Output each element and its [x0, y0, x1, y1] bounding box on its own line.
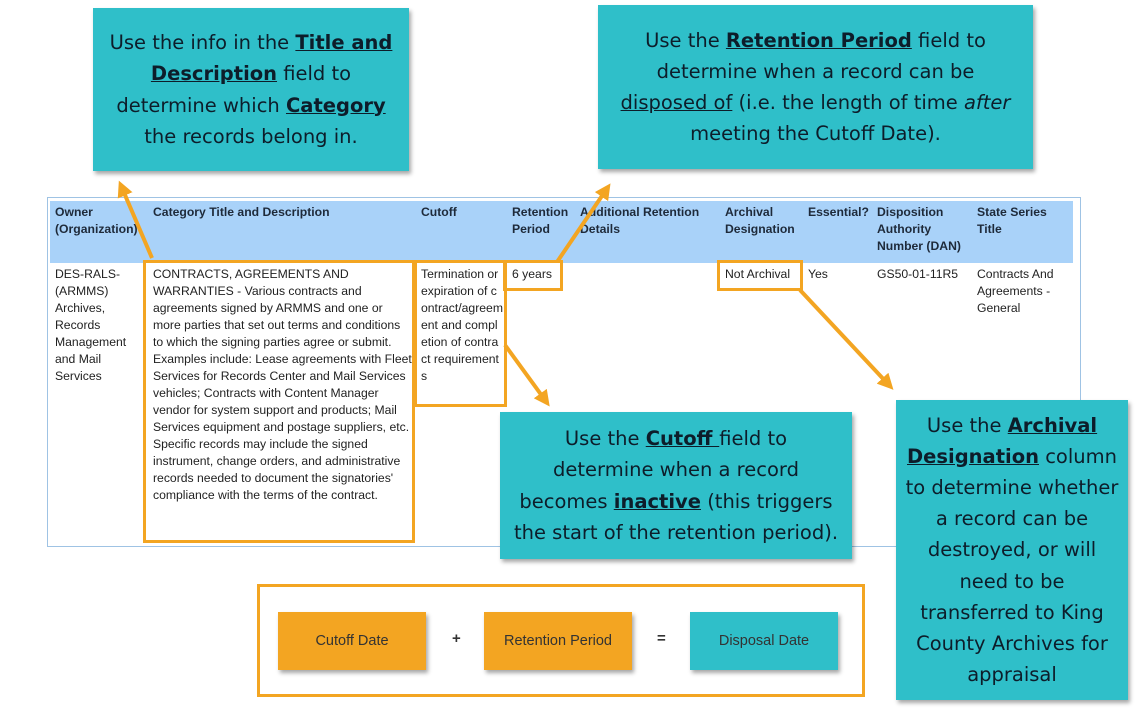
header-category: Category Title and Description: [153, 205, 330, 219]
callout-text: field to determine when a record becomes: [519, 427, 799, 513]
equation-equals: =: [657, 630, 666, 647]
arrow-to-archival-callout: [798, 288, 894, 390]
header-additional: Additional Retention Details: [580, 205, 700, 236]
callout-text: Use the info in the: [109, 31, 296, 55]
cutoff-callout: Use the Cutoff field to determine when a…: [500, 412, 852, 559]
archival-designation-callout: Use the Archival Designation column to d…: [896, 400, 1128, 700]
callout-emphasis: Title and Description: [150, 31, 393, 86]
header-retention: Retention Period: [512, 205, 569, 236]
highlight-archival: [717, 260, 803, 291]
cell-archival: Not Archival: [725, 267, 791, 281]
header-archival: Archival Designation: [725, 205, 795, 236]
cell-dan: GS50-01-11R5: [877, 267, 959, 281]
retention-period-callout: Use the Retention Period field to determ…: [598, 5, 1033, 169]
cell-series: Contracts And Agreements - General: [977, 267, 1054, 315]
highlight-retention: [503, 260, 563, 291]
callout-italic: after: [963, 91, 1011, 114]
header-cutoff: Cutoff: [421, 205, 457, 219]
callout-text: column to determine whether a record can…: [905, 444, 1119, 687]
equation-retention-period: Retention Period: [484, 612, 632, 670]
callout-emphasis: Category: [285, 93, 386, 117]
arrow-to-cutoff-callout: [503, 343, 550, 407]
cell-category: CONTRACTS, AGREEMENTS AND WARRANTIES - V…: [153, 267, 412, 502]
callout-text: Use the: [564, 427, 646, 451]
header-essential: Essential?: [808, 205, 869, 219]
disposal-equation-frame: [257, 584, 865, 697]
cell-essential: Yes: [808, 267, 828, 281]
callout-text: field to determine when a record can be: [656, 28, 986, 83]
callout-text: Use the: [926, 413, 1008, 437]
cell-cutoff: Termination or expiration of contract/ag…: [421, 267, 503, 383]
callout-emphasis: Cutoff: [645, 427, 720, 451]
header-dan: Disposition Authority Number (DAN): [877, 205, 961, 253]
callout-text: (i.e. the length of time: [732, 91, 964, 114]
callout-emphasis: Retention Period: [725, 28, 912, 52]
title-description-callout: Use the info in the Title and Descriptio…: [93, 8, 409, 171]
callout-text: field to determine which: [116, 62, 352, 117]
callout-text: the records belong in.: [144, 124, 358, 148]
cell-retention: 6 years: [512, 267, 552, 281]
callout-emphasis: Archival Designation: [907, 413, 1098, 468]
equation-disposal-date: Disposal Date: [690, 612, 838, 670]
callout-emphasis: inactive: [613, 489, 701, 513]
highlight-cutoff: [414, 260, 507, 407]
callout-text: (this triggers the start of the retentio…: [513, 489, 839, 544]
highlight-category: [143, 260, 415, 543]
callout-underline: disposed of: [620, 91, 733, 114]
arrow-to-retention-callout: [555, 183, 611, 264]
arrow-to-title-callout: [117, 180, 154, 259]
callout-text: Use the: [645, 28, 726, 52]
cell-owner: DES-RALS-(ARMMS) Archives, Records Manag…: [55, 267, 127, 383]
equation-cutoff-date: Cutoff Date: [278, 612, 426, 670]
equation-plus: +: [452, 630, 461, 647]
header-owner: Owner (Organization): [55, 205, 138, 236]
callout-text: meeting the Cutoff Date).: [690, 122, 941, 146]
header-series: State Series Title: [977, 205, 1047, 236]
